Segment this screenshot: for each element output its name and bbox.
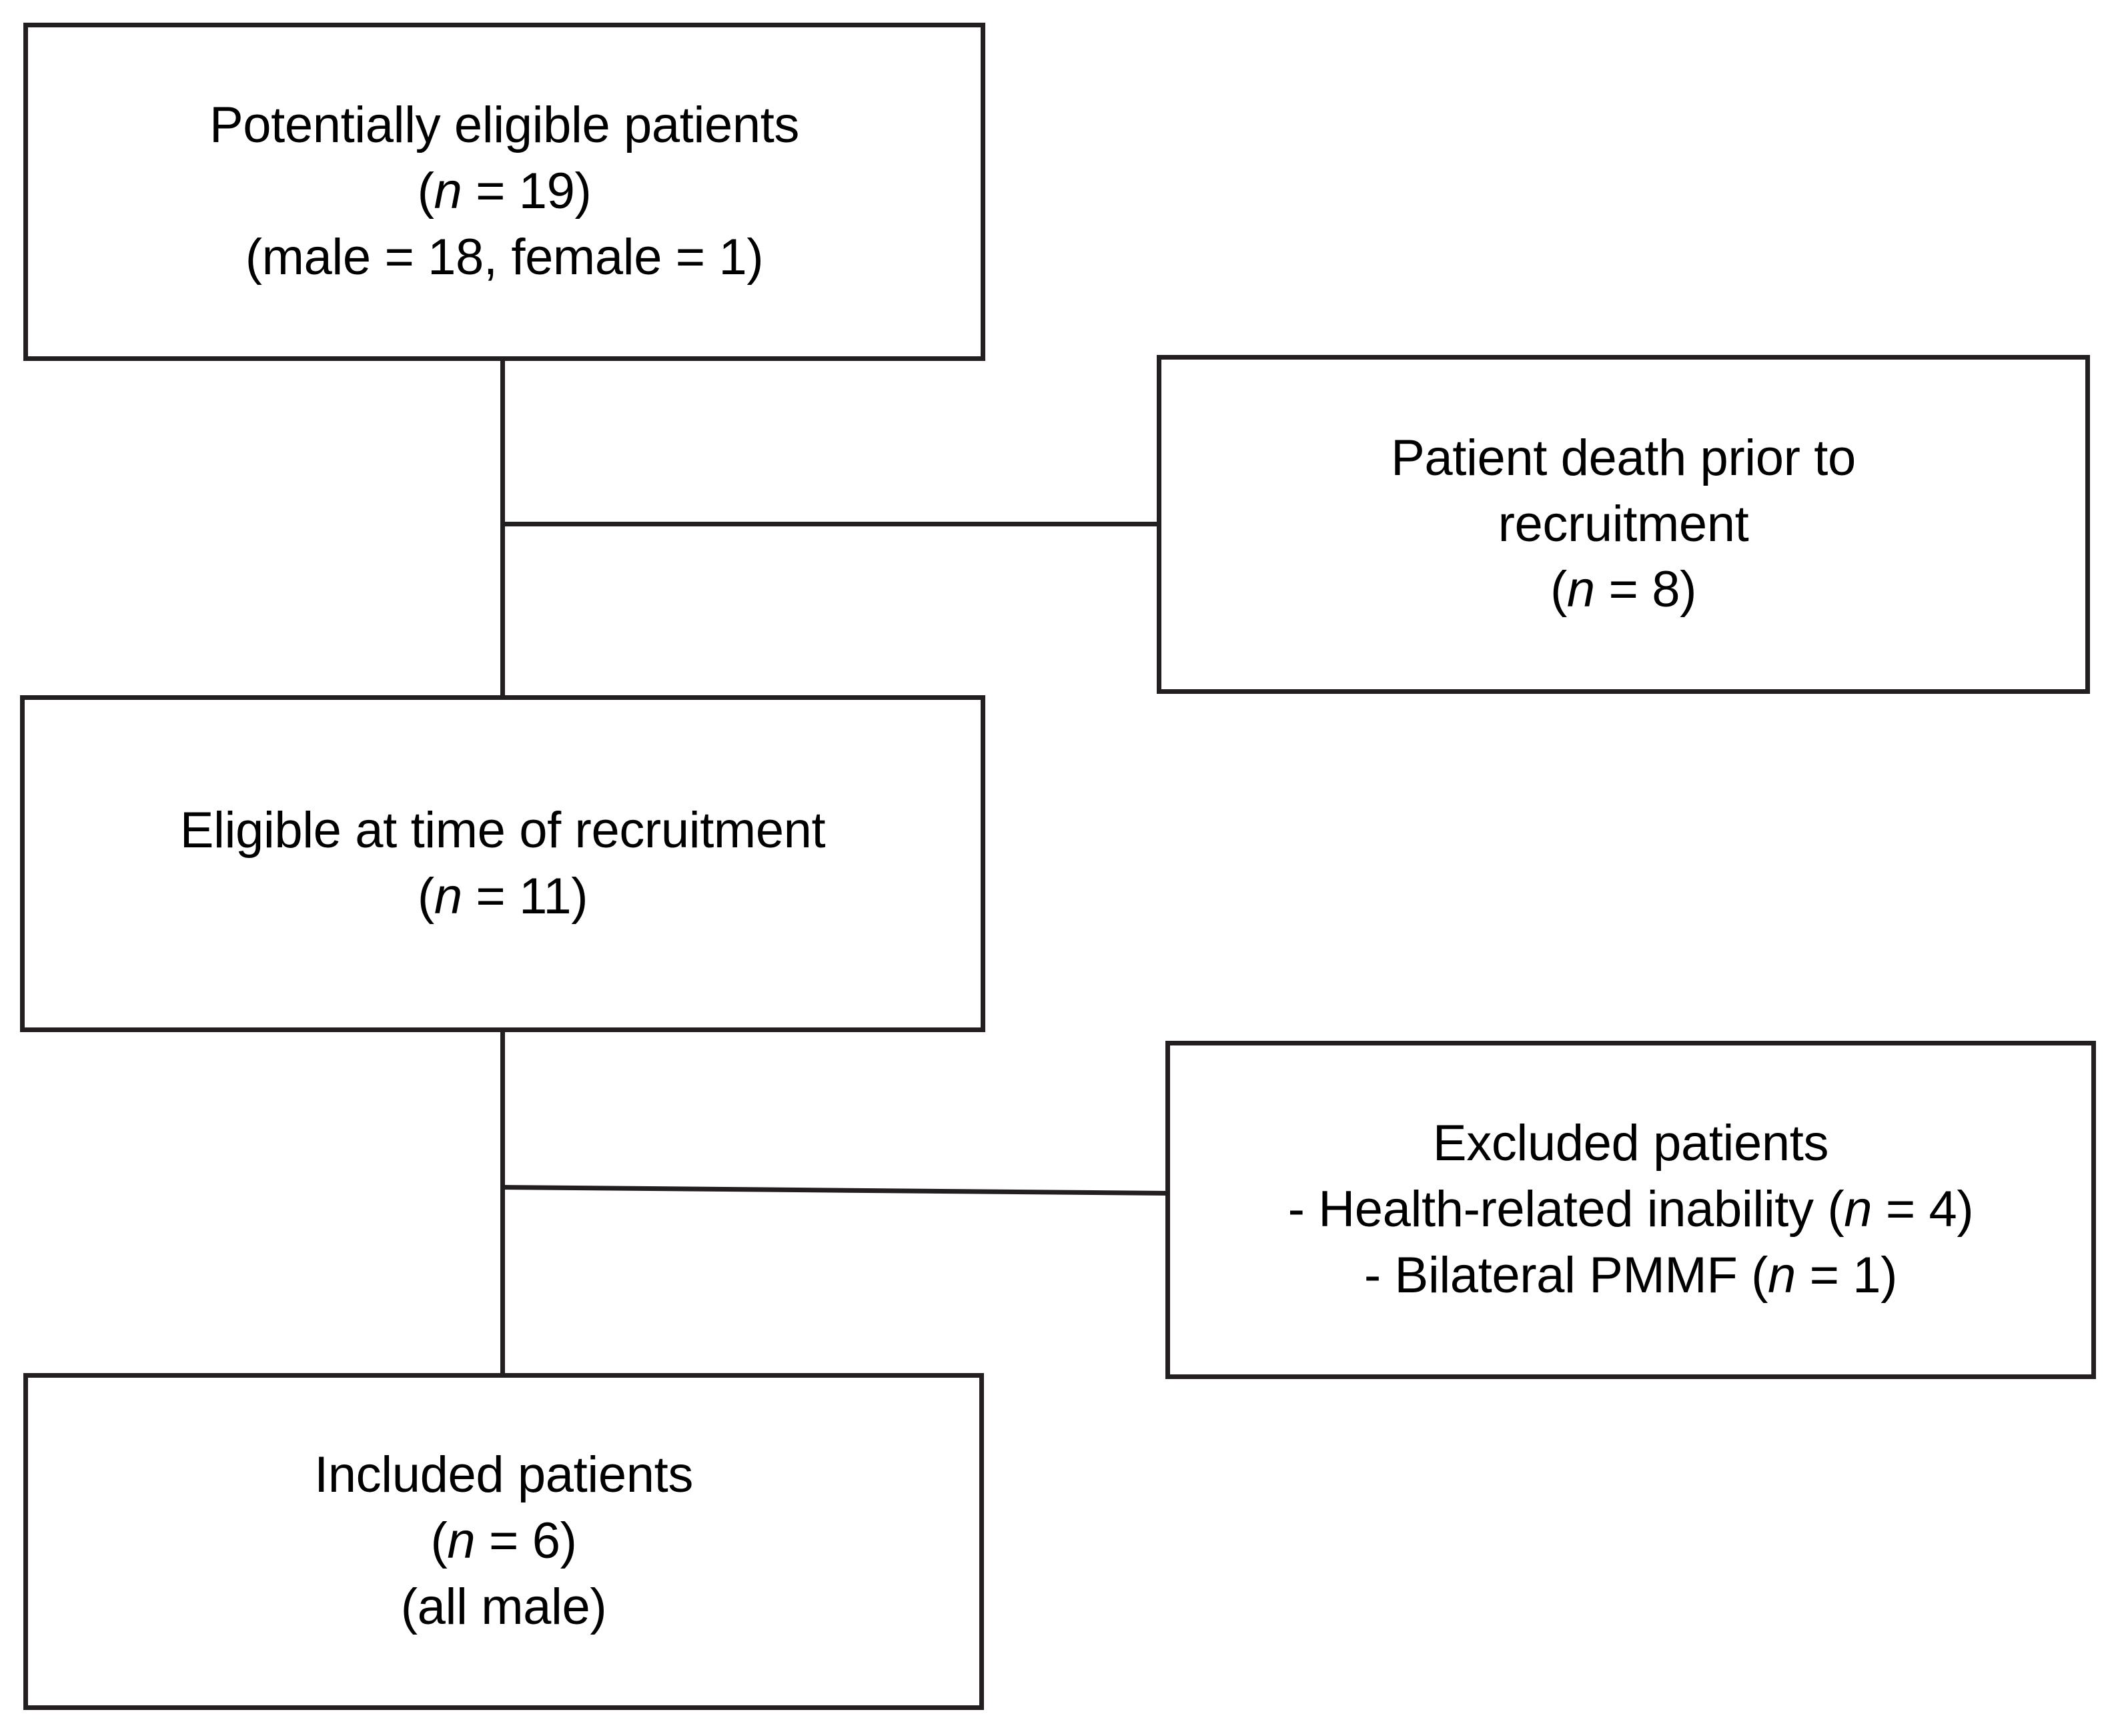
node-line-count: (n = 6) [430,1512,577,1570]
node-excluded-patients: Excluded patients - Health-related inabi… [1165,1041,2096,1379]
node-line-sex-breakdown: (all male) [400,1578,607,1635]
node-line-count: (n = 8) [1550,561,1696,618]
node-included-patients: Included patients (n = 6) (all male) [23,1373,984,1710]
connector-recruitment-to-included [500,1027,505,1378]
node-line-title-part2: recruitment [1498,495,1749,552]
node-line-title: Eligible at time of recruitment [179,801,826,859]
connector-branch-to-excluded-patients [502,1185,1168,1196]
node-line-reason-bilateral-pmmf: - Bilateral PMMF (n = 1) [1364,1246,1898,1304]
connector-eligible-to-recruitment [500,356,505,700]
node-line-sex-breakdown: (male = 18, female = 1) [245,228,764,286]
node-line-reason-health-related: - Health-related inability (n = 4) [1287,1181,1974,1238]
node-line-title: Included patients [314,1446,693,1504]
connector-branch-to-patient-death [502,522,1159,526]
node-line-count: (n = 11) [417,867,588,925]
node-line-title: Excluded patients [1432,1115,1829,1172]
node-eligible-at-time-of-recruitment: Eligible at time of recruitment (n = 11) [20,695,985,1032]
node-line-title: Potentially eligible patients [209,97,800,154]
node-potentially-eligible-patients: Potentially eligible patients (n = 19) (… [23,23,985,361]
node-line-count: (n = 19) [417,163,592,220]
node-patient-death-prior-to-recruitment: Patient death prior to recruitment (n = … [1157,355,2090,694]
node-line-title-part1: Patient death prior to [1391,429,1856,486]
